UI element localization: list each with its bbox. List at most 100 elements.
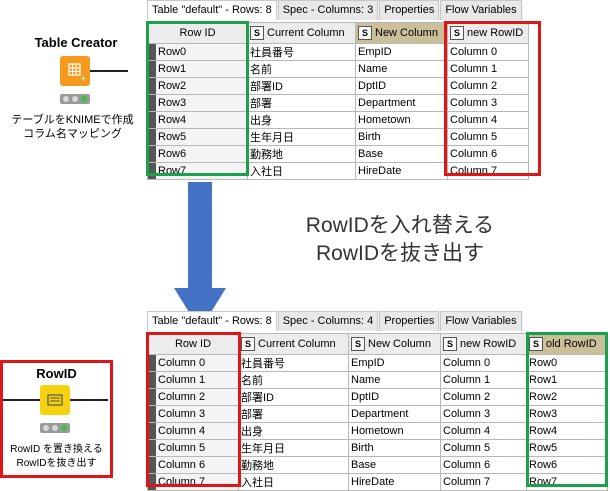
table-cell: 入社日: [238, 473, 349, 491]
tab-table-default[interactable]: Table "default" - Rows: 8: [147, 311, 277, 331]
table-cell: 出身: [238, 422, 349, 440]
table-cell: Base: [348, 456, 441, 474]
caption-line: RowIDを入れ替える: [305, 214, 495, 237]
row-id-cell: Column 0: [147, 354, 239, 372]
rowid-node-label: RowID を置き換える RowIDを抜き出す: [10, 444, 103, 469]
table-cell: Birth: [355, 128, 448, 146]
table-creator-output-port[interactable]: [90, 70, 128, 72]
table-cell: 名前: [238, 371, 349, 389]
table-cell: 部署ID: [238, 388, 349, 406]
string-type-icon: S: [241, 337, 255, 351]
row-id-cell: Row2: [147, 77, 248, 95]
rowid-output-port[interactable]: [70, 399, 108, 401]
string-type-icon: S: [351, 337, 365, 351]
table-cell: Column 0: [440, 354, 527, 372]
row-id-cell: Column 3: [147, 405, 239, 423]
table-cell: Column 6: [440, 456, 527, 474]
table-cell: 勤務地: [247, 145, 356, 163]
row-id-cell: Column 6: [147, 456, 239, 474]
table-cell: Column 2: [447, 77, 529, 95]
tab-properties[interactable]: Properties: [379, 0, 440, 20]
table-cell: Name: [355, 60, 448, 78]
tab-spec[interactable]: Spec - Columns: 3: [277, 0, 379, 20]
table-cell: Column 1: [447, 60, 529, 78]
table-cell: 部署: [238, 405, 349, 423]
tab-properties[interactable]: Properties: [379, 311, 440, 331]
center-caption: RowIDを入れ替える RowIDを抜き出す: [270, 212, 530, 268]
table-cell: HireDate: [348, 473, 441, 491]
rowid-icon: [47, 394, 63, 406]
rowid-status-lights: [40, 423, 70, 433]
header-label: New Column: [368, 337, 431, 350]
tab-table-default[interactable]: Table "default" - Rows: 8: [147, 0, 277, 20]
table-cell: Row0: [526, 354, 608, 372]
header-label: new RowID: [467, 26, 524, 39]
row-id-cell: Column 2: [147, 388, 239, 406]
table-cell: Row5: [526, 439, 608, 457]
header-row-id[interactable]: Row ID: [147, 22, 248, 44]
table-cell: Row6: [526, 456, 608, 474]
bottom-table-tabs: Table "default" - Rows: 8 Spec - Columns…: [147, 311, 523, 331]
tab-spec[interactable]: Spec - Columns: 4: [277, 311, 379, 331]
caption-line: RowIDを抜き出す: [315, 242, 484, 265]
header-row-id[interactable]: Row ID: [147, 333, 239, 355]
table-cell: Column 3: [440, 405, 527, 423]
table-cell: DptID: [348, 388, 441, 406]
table-cell: Row7: [526, 473, 608, 491]
rowid-input-port[interactable]: [3, 399, 40, 401]
table-cell: Column 6: [447, 145, 529, 163]
table-creator-node-label: テーブルをKNIMEで作成 コラム名マッピング: [11, 114, 134, 140]
row-id-cell: Row5: [147, 128, 248, 146]
table-cell: Department: [348, 405, 441, 423]
table-cell: Column 1: [440, 371, 527, 389]
table-creator-node-icon[interactable]: +: [60, 56, 90, 86]
string-type-icon: S: [443, 337, 457, 351]
rowid-node-icon[interactable]: [40, 385, 70, 415]
header-label: New Column: [375, 26, 438, 39]
header-label: new RowID: [460, 337, 517, 350]
table-cell: Department: [355, 94, 448, 112]
tab-flow-variables[interactable]: Flow Variables: [440, 311, 522, 331]
header-label: Current Column: [267, 26, 345, 39]
row-id-cell: Column 7: [147, 473, 239, 491]
table-cell: Column 7: [447, 162, 529, 180]
tab-flow-variables[interactable]: Flow Variables: [440, 0, 522, 20]
header-label: old RowID: [546, 337, 597, 350]
header-label: Current Column: [258, 337, 336, 350]
table-creator-node-title: Table Creator: [34, 35, 118, 50]
table-cell: 勤務地: [238, 456, 349, 474]
string-type-icon: S: [250, 26, 264, 40]
row-id-cell: Column 5: [147, 439, 239, 457]
row-id-cell: Row4: [147, 111, 248, 129]
row-id-cell: Row7: [147, 162, 248, 180]
table-cell: Column 4: [440, 422, 527, 440]
table-cell: Column 4: [447, 111, 529, 129]
table-cell: Column 5: [440, 439, 527, 457]
table-cell: Column 0: [447, 43, 529, 61]
